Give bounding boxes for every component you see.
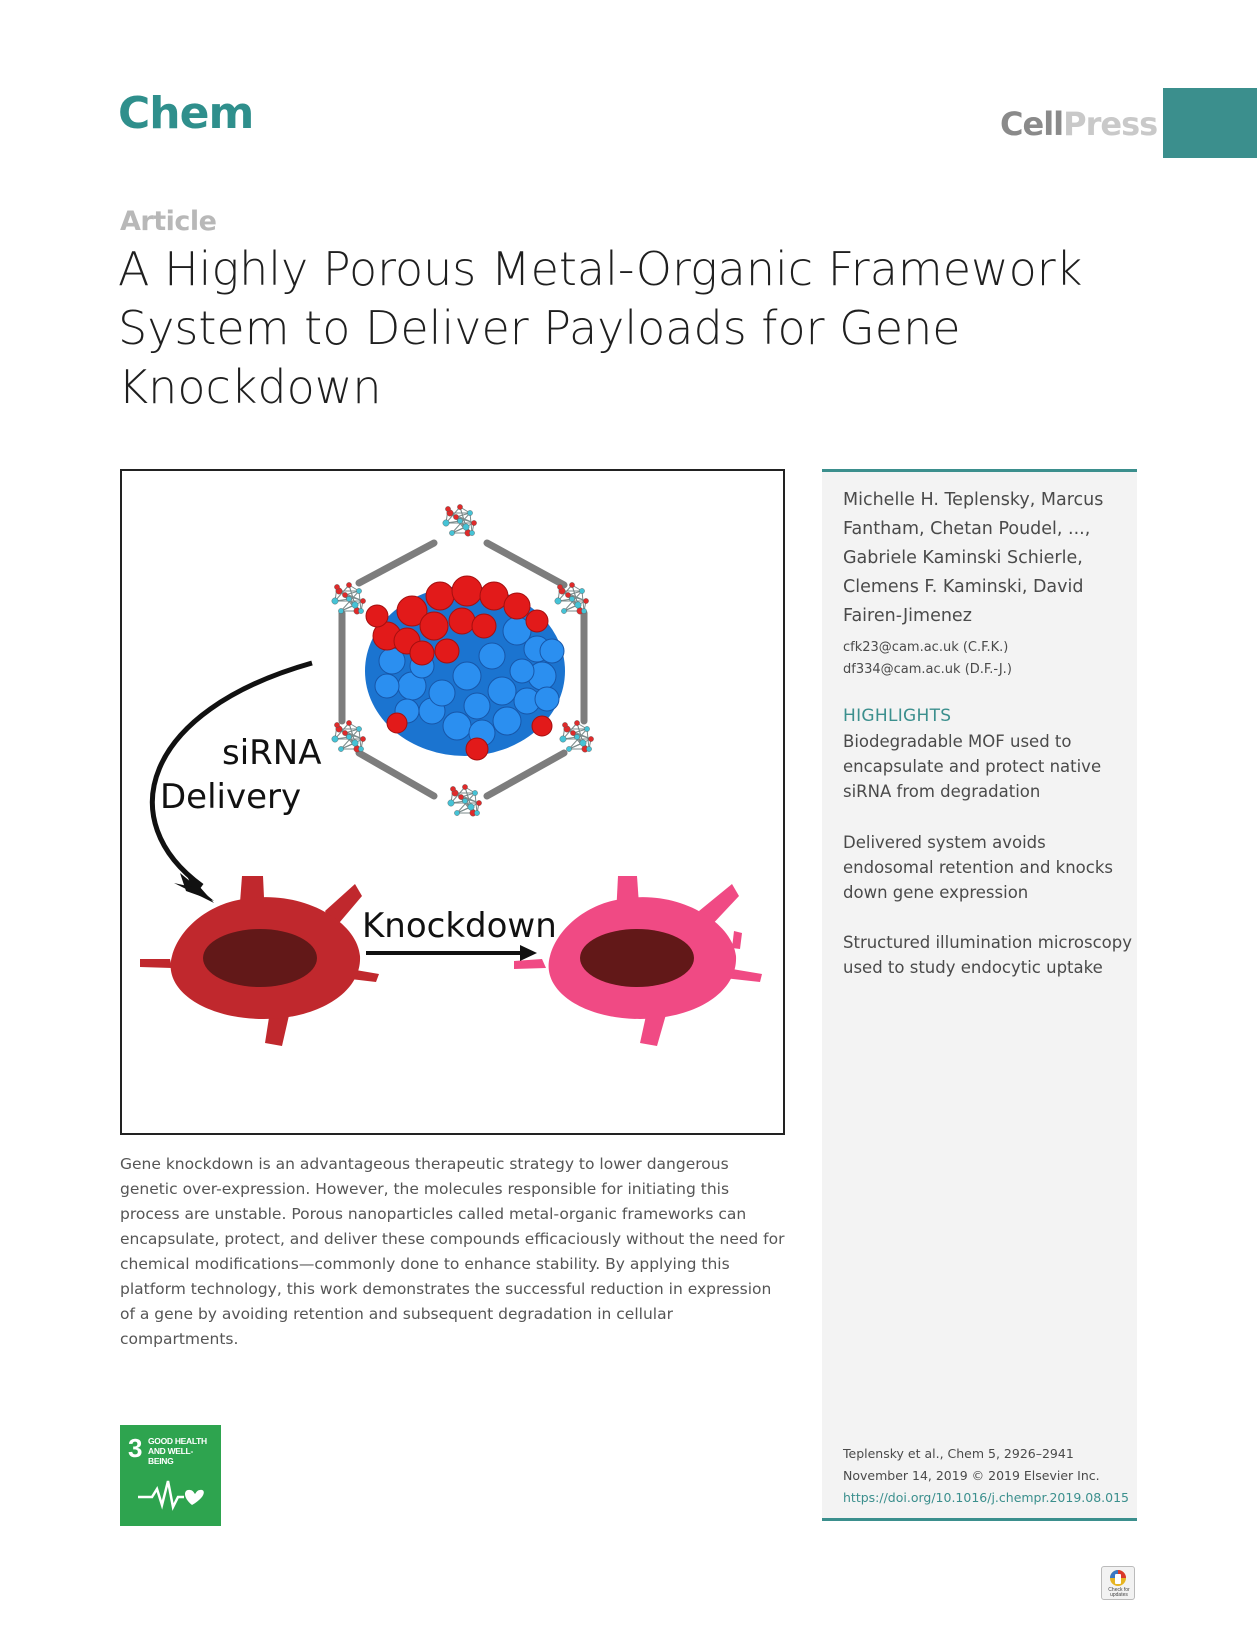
publisher-logo-part2: Press [1063,105,1158,143]
email-link-cfk[interactable]: cfk23@cam.ac.uk (C.F.K.) [843,640,1009,655]
sdg-label: GOOD HEALTH AND WELL-BEING [148,1436,207,1466]
metal-cluster [447,784,482,817]
metal-clusters [331,504,594,817]
sdg-number: 3 [128,1433,143,1463]
doi-link[interactable]: https://doi.org/10.1016/j.chempr.2019.08… [843,1490,1129,1505]
highlights-heading: HIGHLIGHTS [843,706,952,726]
mof-framework [338,539,588,800]
ga-label-knockdown: Knockdown [362,906,557,946]
article-title: A Highly Porous Metal-Organic Framework … [118,242,1083,414]
metal-cluster [559,720,594,753]
graphical-abstract: siRNA Delivery Knockdown [120,469,785,1135]
corner-tab [1163,88,1257,158]
cell-pink [514,876,762,1046]
crossmark-icon [1110,1570,1126,1586]
publisher-logo: CellPress [1000,105,1158,143]
sdg-badge: 3 GOOD HEALTH AND WELL-BEING [120,1425,221,1526]
sirna-payload [365,575,565,761]
knockdown-arrowhead [520,945,537,961]
heartbeat-icon [138,1480,204,1511]
crossmark-button[interactable]: Check for updates [1101,1566,1135,1600]
sidebar: Michelle H. Teplensky, Marcus Fantham, C… [822,469,1137,1521]
journal-logo: Chem [118,88,254,139]
ga-label-sirna: siRNA [222,733,321,773]
metal-cluster [331,720,366,753]
crossmark-label: Check for updates [1108,1587,1130,1598]
graphical-abstract-illustration: siRNA Delivery Knockdown [140,504,762,1046]
metal-cluster [442,504,477,537]
abstract-text: Gene knockdown is an advantageous therap… [120,1155,785,1348]
highlight-item: Biodegradable MOF used to encapsulate an… [843,732,1102,801]
publisher-logo-part1: Cell [1000,105,1064,143]
metal-cluster [554,582,589,615]
article-type: Article [120,206,217,237]
ga-label-delivery: Delivery [160,777,301,817]
cell-red [140,876,379,1046]
author-list: Michelle H. Teplensky, Marcus Fantham, C… [843,490,1104,626]
highlight-item: Delivered system avoids endosomal retent… [843,833,1114,902]
highlight-item: Structured illumination microscopy used … [843,933,1133,977]
email-link-df[interactable]: df334@cam.ac.uk (D.F.-J.) [843,662,1012,677]
metal-cluster [331,582,366,615]
citation-line: Teplensky et al., Chem 5, 2926–2941 [843,1446,1074,1461]
citation-date: November 14, 2019 © 2019 Elsevier Inc. [843,1468,1100,1483]
delivery-arrow [149,660,313,889]
